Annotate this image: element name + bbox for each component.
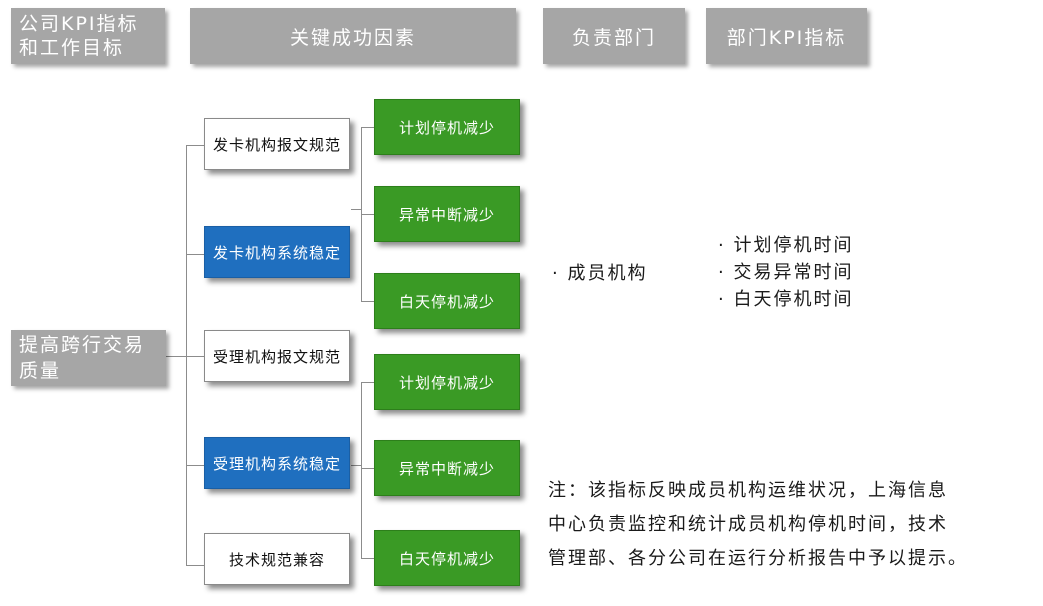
factor-tech-spec-compatibility: 技术规范兼容 (204, 533, 350, 585)
factor-acquirer-message-spec: 受理机构报文规范 (204, 330, 350, 382)
action-daytime-downtime-reduce-2: 白天停机减少 (374, 530, 520, 586)
header-company-kpi-line2: 和工作目标 (19, 37, 125, 59)
connector-goal-to-trunk (166, 356, 186, 357)
note-line2: 中心负责监控和统计成员机构停机时间，技术 (548, 514, 948, 535)
action-planned-downtime-reduce-1: 计划停机减少 (374, 99, 520, 155)
dept-kpi-item: · 计划停机时间 (718, 235, 854, 256)
connector-group2-a (361, 382, 374, 383)
header-key-success-factors: 关键成功因素 (190, 8, 516, 64)
goal-box: 提高跨行交易 质量 (11, 330, 166, 386)
header-company-kpi: 公司KPI指标 和工作目标 (11, 8, 165, 64)
action-daytime-downtime-reduce-1: 白天停机减少 (374, 273, 520, 329)
connector-factor-trunk (186, 145, 187, 565)
action-abnormal-interrupt-reduce-1: 异常中断减少 (374, 186, 520, 242)
note-line3: 管理部、各分公司在运行分析报告中予以提示。 (548, 548, 968, 569)
connector-factor-5 (186, 565, 204, 566)
action-abnormal-interrupt-reduce-2: 异常中断减少 (374, 440, 520, 496)
connector-group1-c (361, 301, 374, 302)
responsible-department: · 成员机构 (552, 263, 648, 284)
dept-kpi-item: · 交易异常时间 (718, 262, 854, 283)
action-planned-downtime-reduce-2: 计划停机减少 (374, 354, 520, 410)
connector-factor-2 (186, 254, 204, 255)
connector-group1-b (361, 214, 374, 215)
header-responsible-dept: 负责部门 (543, 8, 685, 64)
note-text: 注：该指标反映成员机构运维状况，上海信息 中心负责监控和统计成员机构停机时间，技… (548, 474, 1038, 576)
connector-group2-stub (351, 465, 361, 466)
connector-group2-c (361, 558, 374, 559)
header-company-kpi-line1: 公司KPI指标 (19, 13, 139, 35)
connector-group2-b (361, 468, 374, 469)
goal-line1: 提高跨行交易 (19, 334, 146, 356)
connector-factor-1 (186, 145, 204, 146)
factor-issuer-message-spec: 发卡机构报文规范 (204, 118, 350, 170)
dept-kpi-list: · 计划停机时间 · 交易异常时间 · 白天停机时间 (718, 232, 853, 313)
connector-group1-stub (351, 209, 361, 210)
header-dept-kpi: 部门KPI指标 (706, 8, 867, 64)
connector-factor-4 (186, 465, 204, 466)
connector-group2-trunk (361, 382, 362, 558)
note-line1: 注：该指标反映成员机构运维状况，上海信息 (548, 480, 948, 501)
factor-acquirer-system-stability: 受理机构系统稳定 (204, 437, 350, 489)
connector-factor-3 (186, 356, 204, 357)
dept-kpi-item: · 白天停机时间 (718, 289, 854, 310)
connector-group1-a (361, 127, 374, 128)
factor-issuer-system-stability: 发卡机构系统稳定 (204, 226, 350, 278)
goal-line2: 质量 (19, 360, 62, 382)
